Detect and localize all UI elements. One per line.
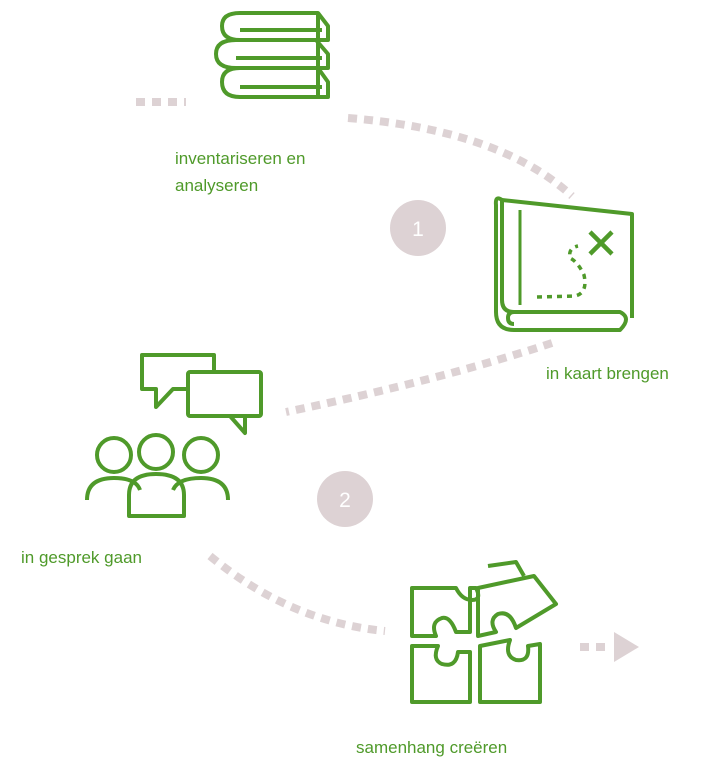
step-badge-2: 2 xyxy=(317,471,373,527)
dotted-path-map-to-people xyxy=(285,339,554,416)
treasure-map-icon xyxy=(493,196,634,332)
dotted-path-people-to-puzzle xyxy=(207,552,386,635)
people-conversation-icon xyxy=(85,353,263,518)
dotted-path-to-map xyxy=(347,114,575,199)
step-label-line1: inventariseren en xyxy=(175,149,306,168)
step-label-samenhang: samenhang creëren xyxy=(356,738,508,757)
svg-text:1: 1 xyxy=(412,218,424,241)
step-label-line2: analyseren xyxy=(175,176,259,195)
step-label-inventariseren: inventariseren en analyseren xyxy=(175,145,305,199)
step-label-in-kaart: in kaart brengen xyxy=(546,364,669,383)
arrow-head xyxy=(614,632,639,662)
books-icon xyxy=(214,11,330,99)
step-label-in-gesprek: in gesprek gaan xyxy=(21,548,142,567)
puzzle-icon xyxy=(410,560,558,704)
step-badge-1: 1 xyxy=(390,200,446,256)
svg-text:2: 2 xyxy=(339,489,351,512)
